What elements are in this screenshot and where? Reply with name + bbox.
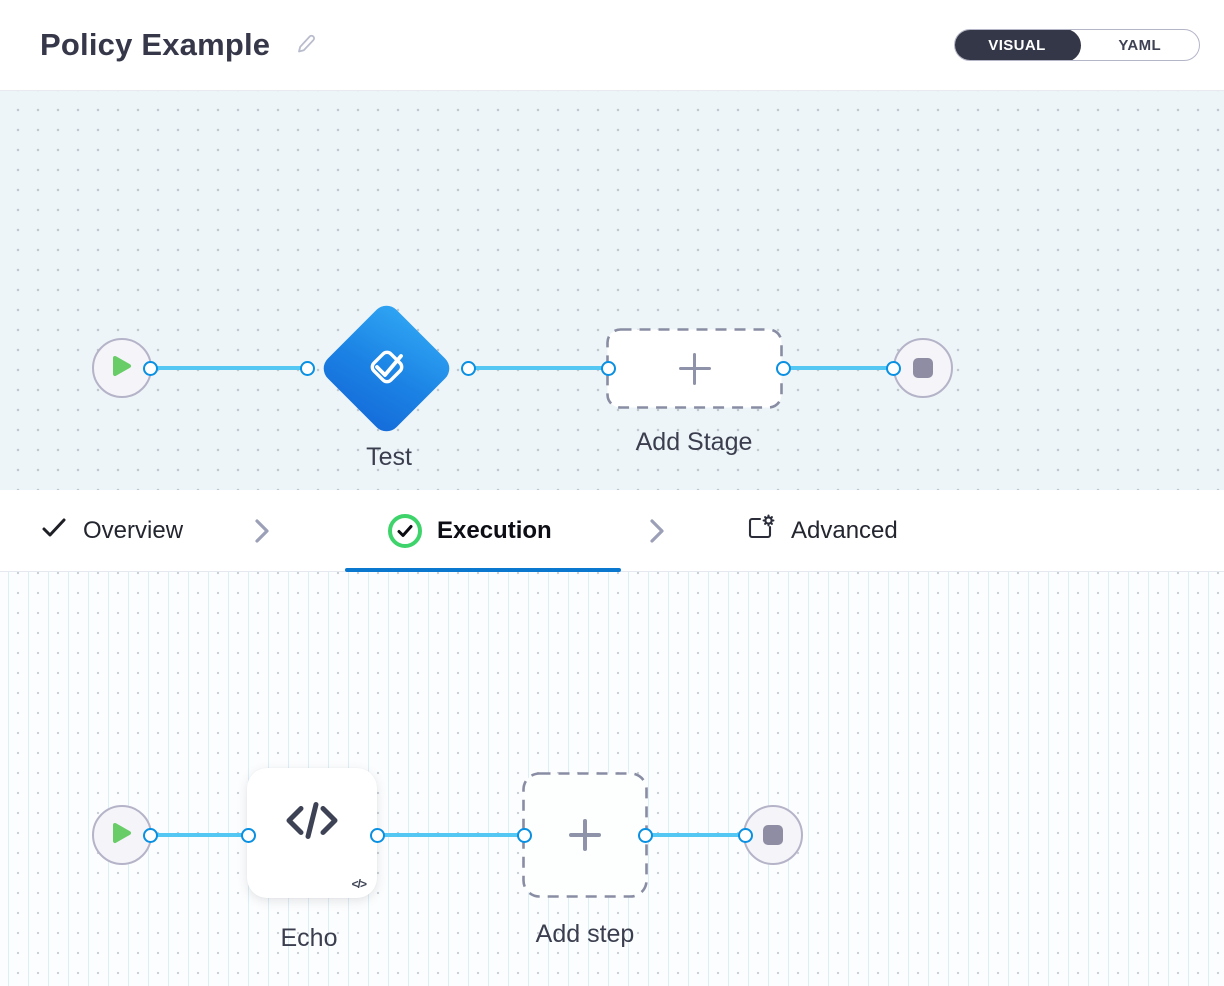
- connector-line: [150, 366, 308, 370]
- visual-yaml-toggle: VISUAL YAML: [954, 29, 1200, 61]
- stage-graph-canvas[interactable]: Test Add Stage: [0, 90, 1224, 490]
- add-stage-label: Add Stage: [635, 428, 753, 456]
- plus-icon: [569, 819, 601, 851]
- stop-icon: [913, 358, 933, 378]
- tab-advanced[interactable]: Advanced: [746, 490, 898, 571]
- edge-port: [637, 827, 653, 843]
- connector-line: [783, 366, 893, 370]
- edge-port: [737, 827, 753, 843]
- edge-port: [240, 827, 256, 843]
- tab-advanced-label: Advanced: [791, 516, 898, 544]
- advanced-settings-icon: [746, 514, 776, 547]
- edge-port: [299, 360, 315, 376]
- edge-port: [516, 827, 532, 843]
- tab-execution-label: Execution: [437, 516, 552, 544]
- edge-port: [369, 827, 385, 843]
- edge-port: [885, 360, 901, 376]
- header: Policy Example VISUAL YAML: [0, 0, 1224, 90]
- connector-line: [645, 833, 745, 837]
- edit-title-button[interactable]: [294, 32, 318, 59]
- stop-icon: [763, 825, 783, 845]
- code-icon: [281, 795, 343, 850]
- plus-icon: [678, 352, 711, 385]
- active-tab-underline: [345, 568, 621, 572]
- tab-execution[interactable]: Execution: [388, 490, 552, 571]
- success-check-icon: [388, 513, 422, 548]
- check-icon: [40, 516, 68, 545]
- stage-node-test[interactable]: [317, 299, 456, 438]
- pipeline-start-node: [92, 338, 152, 398]
- toggle-yaml[interactable]: YAML: [1118, 36, 1162, 54]
- stage-config-tabs: Overview Execution: [0, 490, 1224, 572]
- play-icon: [111, 821, 133, 850]
- pipeline-end-node: [893, 338, 953, 398]
- execution-graph-canvas[interactable]: </> Echo Add step: [0, 572, 1224, 986]
- pencil-icon: [294, 32, 318, 59]
- toggle-visual[interactable]: VISUAL: [955, 30, 1081, 60]
- add-stage-button[interactable]: [606, 328, 783, 409]
- edge-port: [142, 360, 158, 376]
- chevron-right-icon: [253, 518, 271, 549]
- play-icon: [111, 354, 133, 383]
- connector-line: [150, 833, 248, 837]
- tab-overview-label: Overview: [83, 516, 184, 544]
- connector-line: [377, 833, 524, 837]
- edge-port: [600, 360, 616, 376]
- edge-port: [142, 827, 158, 843]
- add-step-label: Add step: [535, 920, 635, 948]
- step-name-label: Echo: [280, 924, 338, 952]
- execution-start-node: [92, 805, 152, 865]
- connector-line: [468, 366, 608, 370]
- edge-port: [460, 360, 476, 376]
- tab-overview[interactable]: Overview: [40, 490, 183, 571]
- page-title: Policy Example: [40, 27, 271, 62]
- chevron-right-icon: [648, 518, 666, 549]
- stage-name-label: Test: [366, 443, 412, 471]
- step-node-echo[interactable]: </>: [247, 768, 377, 898]
- shell-script-badge: </>: [351, 877, 367, 891]
- edge-port: [775, 360, 791, 376]
- execution-end-node: [743, 805, 803, 865]
- add-step-button[interactable]: [522, 772, 648, 898]
